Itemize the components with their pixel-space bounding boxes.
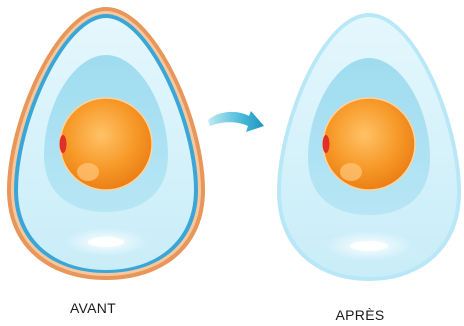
yolk-highlight bbox=[77, 163, 99, 181]
label-after: APRÈS bbox=[300, 307, 420, 323]
label-before: AVANT bbox=[33, 300, 153, 316]
blastodisc bbox=[323, 135, 330, 153]
egg-before bbox=[7, 7, 205, 280]
blastodisc bbox=[60, 135, 67, 153]
curved-arrow-right-icon bbox=[208, 111, 264, 132]
yolk-highlight bbox=[340, 163, 362, 181]
chalaza-core bbox=[350, 241, 388, 251]
transformation-arrow bbox=[208, 111, 264, 132]
chalaza-core bbox=[88, 237, 124, 247]
egg-after bbox=[277, 13, 461, 281]
